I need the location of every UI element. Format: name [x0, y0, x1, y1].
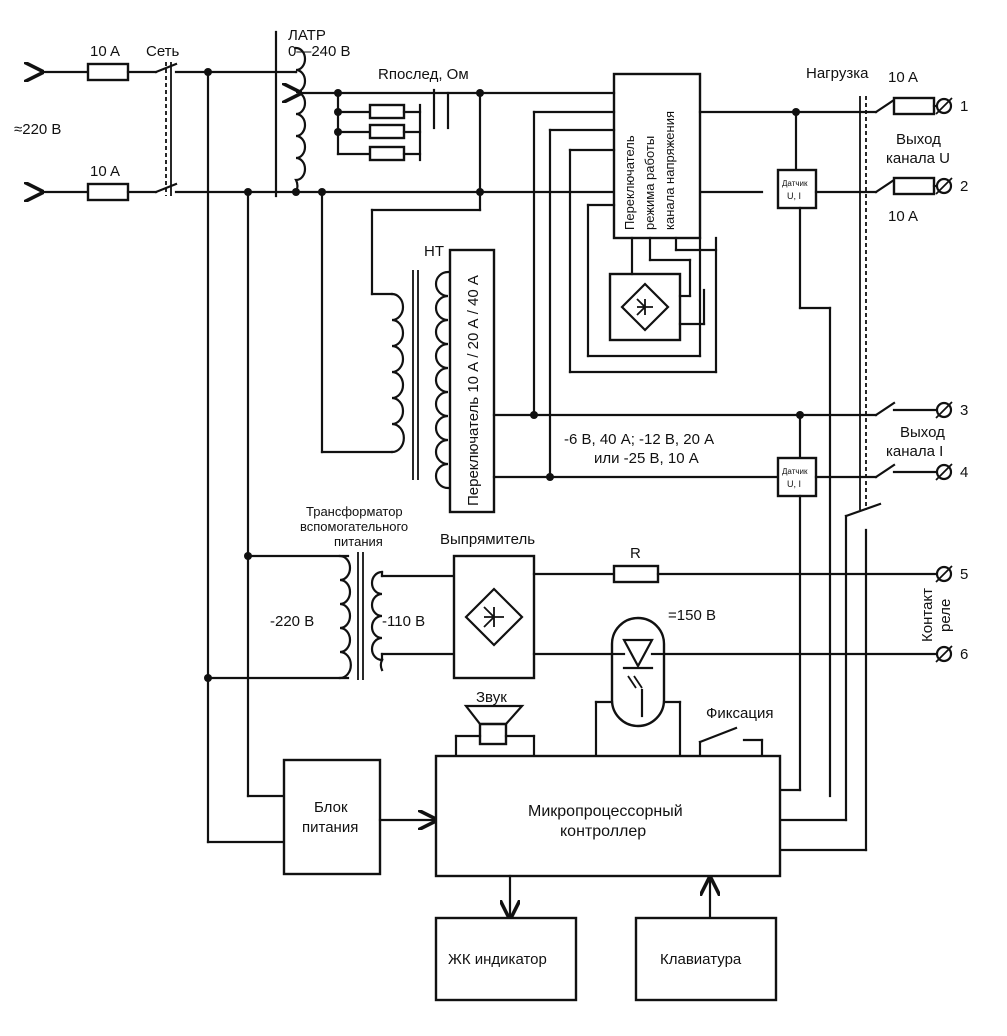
v150-label: =150 В	[668, 607, 716, 624]
current-ranges-label-2: или -25 В, 10 А	[594, 450, 699, 467]
sensor-bottom-label-2: U, I	[787, 479, 801, 489]
terminal-6: 6	[935, 645, 968, 663]
lcd-block	[434, 916, 578, 1002]
terminal-1: 1	[935, 97, 968, 115]
terminal-2: 2	[935, 177, 968, 195]
fixation-switch	[698, 726, 764, 758]
sensor-top-label-2: U, I	[787, 191, 801, 201]
sensor-bottom-label-1: Датчик	[782, 467, 808, 476]
load-top	[776, 96, 942, 798]
aux-transformer-label-1: Трансформатор	[306, 504, 403, 519]
svg-text:1: 1	[960, 98, 968, 115]
psu-label-1: Блок	[314, 799, 348, 816]
current-ranges-label-1: -6 В, 40 А; -12 В, 20 А	[564, 431, 714, 448]
svg-text:3: 3	[960, 402, 968, 419]
output-i-label-1: Выход	[900, 424, 945, 441]
mains-input	[42, 62, 298, 202]
mains-voltage-label: ≈220 В	[14, 121, 61, 138]
fuse-top-label: 10 A	[90, 43, 120, 60]
optocoupler	[594, 616, 682, 758]
fuse-top	[86, 62, 130, 82]
aux-transformer-label-3: питания	[334, 534, 383, 549]
output-i-label-2: канала I	[886, 443, 943, 460]
latr-range-label: 0—240 В	[288, 43, 351, 60]
nt-transformer	[320, 190, 942, 852]
nt-label: НТ	[424, 243, 444, 260]
current-switch-label: Переключатель 10 А / 20 А / 40 А	[465, 275, 482, 506]
rectifier-block	[452, 554, 942, 680]
voltage-mode-switch	[478, 72, 878, 479]
switch-u-label-1: Переключатель	[622, 135, 637, 230]
terminal-3: 3	[935, 401, 968, 419]
fuse-bottom-label: 10 A	[90, 163, 120, 180]
mcu-block	[434, 754, 782, 878]
svg-text:6: 6	[960, 646, 968, 663]
v220-label: -220 В	[270, 613, 314, 630]
v110-label: -110 В	[382, 613, 425, 630]
lcd-label: ЖК индикатор	[448, 951, 547, 968]
keyboard-block	[634, 916, 778, 1002]
keyboard-label: Клавиатура	[660, 951, 742, 968]
mains-switch-label: Сеть	[146, 43, 180, 60]
aux-transformer	[338, 552, 456, 680]
sensor-top-label-1: Датчик	[782, 179, 808, 188]
fixation-label: Фиксация	[706, 705, 773, 722]
fuse-out1-label: 10 A	[888, 69, 918, 86]
aux-transformer-label-2: вспомогательного	[300, 519, 408, 534]
sound-label: Звук	[476, 689, 507, 706]
series-resistors	[298, 88, 764, 196]
latr	[274, 30, 482, 198]
fuse-out2-label: 10 A	[888, 208, 918, 225]
psu-label-2: питания	[302, 819, 358, 836]
fuse-bottom	[86, 182, 130, 202]
mcu-label-2: контроллер	[560, 823, 646, 840]
relay-contact-label-1: Контакт	[919, 588, 936, 642]
switch-u-label-2: режима работы	[642, 136, 657, 230]
mcu-label-1: Микропроцессорный	[528, 803, 683, 820]
output-u-label-2: канала U	[886, 150, 950, 167]
power-supply-block	[282, 758, 382, 876]
switch-u-label-3: канала напряжения	[662, 111, 677, 230]
sensor-bottom	[776, 456, 818, 498]
relay-contact-label-2: реле	[937, 599, 954, 632]
latr-title-label: ЛАТР	[288, 27, 326, 44]
svg-text:2: 2	[960, 178, 968, 195]
load-label: Нагрузка	[806, 65, 869, 82]
resistor-r	[612, 564, 660, 584]
speaker	[454, 704, 536, 758]
terminal-4: 4	[935, 463, 968, 481]
terminal-5: 5	[935, 565, 968, 583]
svg-text:4: 4	[960, 464, 968, 481]
output-u-label-1: Выход	[896, 131, 941, 148]
sensor-top	[776, 168, 818, 210]
rectifier-label: Выпрямитель	[440, 531, 535, 548]
resistor-r-label: R	[630, 545, 641, 562]
left-bus	[204, 70, 350, 844]
svg-text:5: 5	[960, 566, 968, 583]
r-series-label: Rпослед, Ом	[378, 66, 469, 83]
